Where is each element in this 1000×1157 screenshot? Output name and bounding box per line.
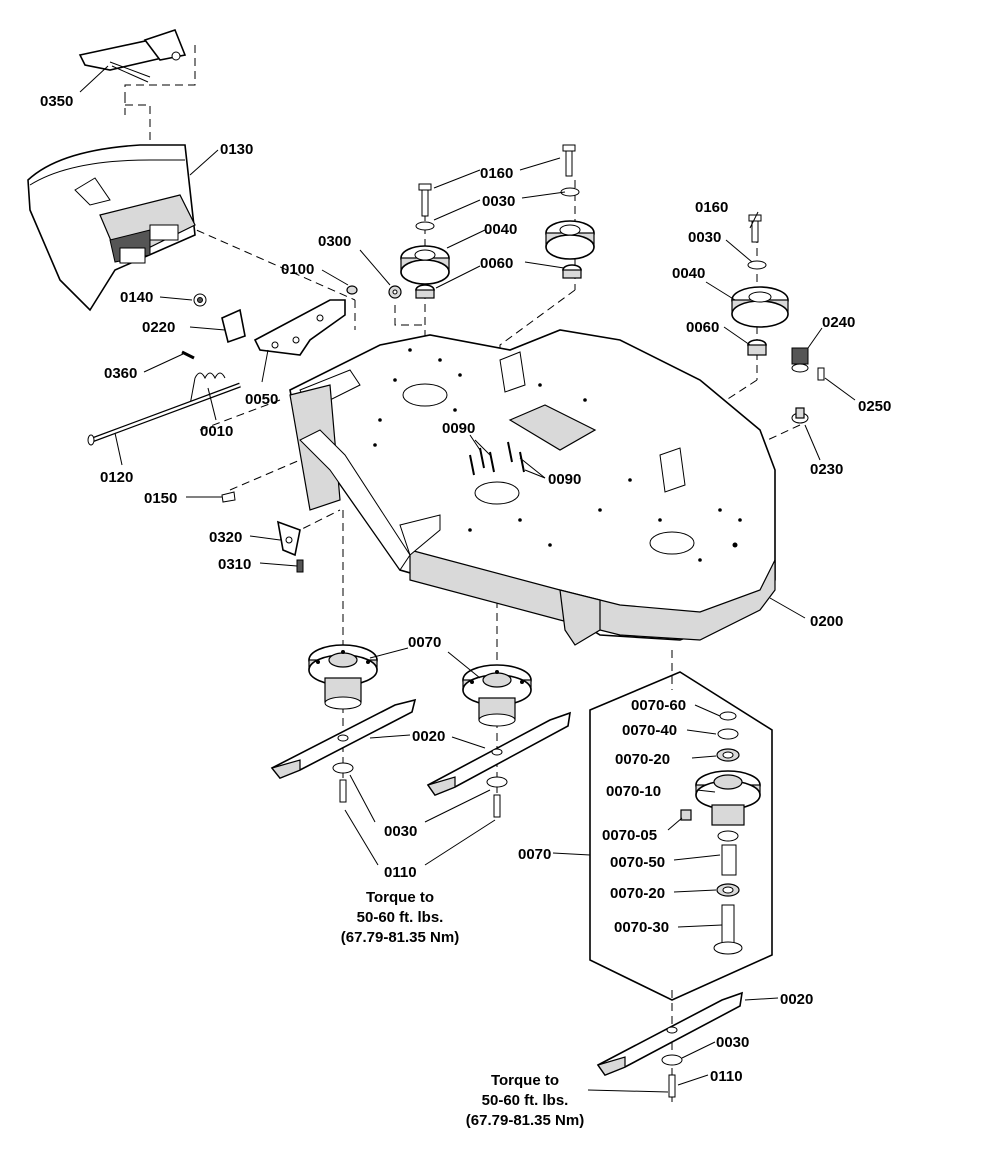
blade-hardware-left xyxy=(332,762,354,803)
label-0250: 0250 xyxy=(858,398,891,415)
part-0020-blade-left xyxy=(270,698,417,779)
label-0140: 0140 xyxy=(120,289,153,306)
label-0320: 0320 xyxy=(209,529,242,546)
label-0050: 0050 xyxy=(245,391,278,408)
leader-lines xyxy=(79,65,856,1093)
part-0300-nut xyxy=(388,285,402,299)
label-0100: 0100 xyxy=(281,261,314,278)
part-0240-fitting xyxy=(791,347,809,373)
label-0030-b: 0030 xyxy=(688,229,721,246)
label-0310: 0310 xyxy=(218,556,251,573)
label-0070-30: 0070-30 xyxy=(614,919,669,936)
part-0070-spindle-middle xyxy=(462,664,532,727)
part-0230-idler xyxy=(791,407,809,424)
label-0130: 0130 xyxy=(220,141,253,158)
part-0200-deck xyxy=(289,329,776,646)
label-0070-20-b: 0070-20 xyxy=(610,885,665,902)
torque-note-1-line3: (67.79-81.35 Nm) xyxy=(341,929,459,946)
part-0070-spindle-left xyxy=(308,644,378,710)
label-0060-b: 0060 xyxy=(686,319,719,336)
part-0360-pin xyxy=(181,350,195,360)
part-0120-rod xyxy=(87,382,241,446)
label-0070-50: 0070-50 xyxy=(610,854,665,871)
label-0090-a: 0090 xyxy=(442,420,475,437)
label-0240: 0240 xyxy=(822,314,855,331)
label-0070-b: 0070 xyxy=(518,846,551,863)
part-0130-discharge-chute xyxy=(27,144,196,312)
label-0150: 0150 xyxy=(144,490,177,507)
torque-note-2: Torque to 50-60 ft. lbs. (67.79-81.35 Nm… xyxy=(466,1072,584,1129)
part-0100-plate xyxy=(253,285,358,356)
pulley-assembly-left xyxy=(400,183,450,299)
part-0250-screw xyxy=(817,367,825,381)
label-0200: 0200 xyxy=(810,613,843,630)
torque-note-1-line2: 50-60 ft. lbs. xyxy=(357,909,444,926)
deck-bolts-0090 xyxy=(469,441,525,476)
label-0300: 0300 xyxy=(318,233,351,250)
deck-holes xyxy=(373,348,742,562)
label-0160-b: 0160 xyxy=(695,199,728,216)
label-0220: 0220 xyxy=(142,319,175,336)
label-0040-a: 0040 xyxy=(484,221,517,238)
label-0360: 0360 xyxy=(104,365,137,382)
label-0060-a: 0060 xyxy=(480,255,513,272)
part-0220-block xyxy=(221,308,246,344)
part-labels: 0350 0130 0160 0030 0040 0060 0300 0100 … xyxy=(40,93,891,1085)
label-0110-b: 0110 xyxy=(710,1068,743,1085)
torque-note-1-line1: Torque to xyxy=(366,889,434,906)
label-0030-d: 0030 xyxy=(716,1034,749,1051)
torque-note-1: Torque to 50-60 ft. lbs. (67.79-81.35 Nm… xyxy=(341,889,459,946)
label-0020-a: 0020 xyxy=(412,728,445,745)
part-0020-blade-bottom xyxy=(596,991,743,1098)
label-0110-a: 0110 xyxy=(384,864,417,881)
label-0030-c: 0030 xyxy=(384,823,417,840)
label-0020-b: 0020 xyxy=(780,991,813,1008)
label-0160-a: 0160 xyxy=(480,165,513,182)
label-0350: 0350 xyxy=(40,93,73,110)
part-0310-screw xyxy=(296,559,304,573)
torque-note-2-line1: Torque to xyxy=(491,1072,559,1089)
label-0070-20-a: 0070-20 xyxy=(615,751,670,768)
torque-note-2-line3: (67.79-81.35 Nm) xyxy=(466,1112,584,1129)
label-0120: 0120 xyxy=(100,469,133,486)
part-0010-spring xyxy=(189,372,226,406)
pulley-assembly-right xyxy=(731,214,789,356)
label-0070-60: 0070-60 xyxy=(631,697,686,714)
part-0350-bracket xyxy=(78,29,187,83)
pulley-assembly-middle xyxy=(545,144,595,279)
part-0140-nut xyxy=(193,293,207,307)
label-0070-a: 0070 xyxy=(408,634,441,651)
label-0070-05: 0070-05 xyxy=(602,827,657,844)
part-0150-bolt xyxy=(221,491,236,503)
label-0030-a: 0030 xyxy=(482,193,515,210)
torque-note-2-line2: 50-60 ft. lbs. xyxy=(482,1092,569,1109)
label-0010: 0010 xyxy=(200,423,233,440)
label-0090-b: 0090 xyxy=(548,471,581,488)
part-0320-bracket xyxy=(276,520,301,557)
label-0230: 0230 xyxy=(810,461,843,478)
part-0020-blade-middle xyxy=(426,711,571,796)
label-0070-10: 0070-10 xyxy=(606,783,661,800)
blade-hardware-middle xyxy=(486,776,508,818)
label-0040-b: 0040 xyxy=(672,265,705,282)
label-0070-40: 0070-40 xyxy=(622,722,677,739)
